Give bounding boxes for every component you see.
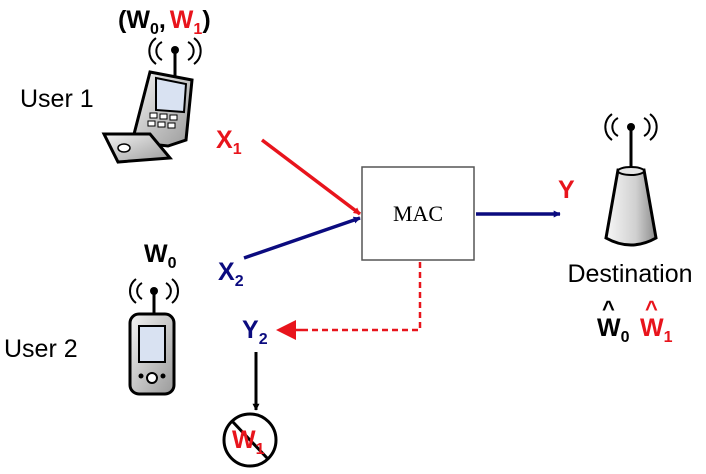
mac-label: MAC bbox=[393, 201, 443, 226]
destination-label: Destination bbox=[567, 260, 692, 288]
flip-phone-icon bbox=[101, 37, 202, 164]
estimate-w0-hat: ^ bbox=[602, 296, 615, 321]
prohibited-icon bbox=[222, 412, 278, 468]
user2-message: W0 bbox=[144, 240, 177, 272]
user1-messages: (W0,W1) bbox=[118, 6, 211, 38]
x2-arrow bbox=[243, 216, 361, 260]
x2-label: X2 bbox=[218, 258, 244, 290]
y-label: Y bbox=[558, 176, 575, 204]
user2-label: User 2 bbox=[4, 335, 78, 363]
estimate-w0: W0 bbox=[597, 314, 630, 346]
feedback-arrowhead bbox=[276, 320, 296, 340]
y2-label: Y2 bbox=[242, 316, 268, 348]
mac-box: MAC bbox=[361, 166, 475, 261]
x1-label: X1 bbox=[216, 126, 242, 158]
x1-arrow bbox=[260, 138, 362, 216]
user1-label: User 1 bbox=[20, 85, 94, 113]
pda-phone-icon bbox=[128, 278, 179, 396]
estimate-w1-hat: ^ bbox=[645, 296, 658, 321]
feedback-path bbox=[304, 262, 422, 332]
estimate-w1: W1 bbox=[640, 314, 673, 346]
base-station-icon bbox=[604, 113, 658, 247]
blocked-w1: W1 bbox=[232, 426, 265, 458]
